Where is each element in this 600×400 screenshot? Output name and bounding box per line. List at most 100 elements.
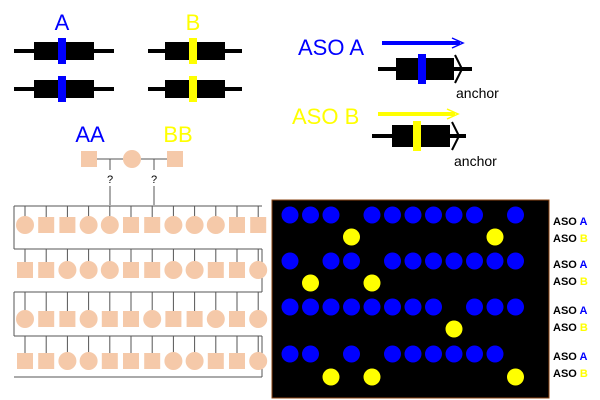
pedigree-female: [249, 310, 268, 328]
gel-dots: [281, 206, 524, 386]
gel-dot-a: [302, 206, 319, 224]
aso-a-arrow: [382, 37, 465, 49]
pedigree-male: [38, 262, 55, 278]
pedigree-male: [123, 311, 139, 327]
allele-b-label: B: [186, 10, 201, 35]
gel-dot-a: [425, 298, 442, 316]
pedigree-male: [229, 217, 245, 233]
gel-dot-a: [302, 345, 319, 363]
gel-dot-a: [486, 298, 504, 316]
pedigree-female: [249, 261, 268, 279]
parent-mother: [123, 150, 141, 168]
pedigree-female: [79, 216, 98, 234]
gel-dot-a: [507, 206, 524, 224]
aso-a-anchor-label: anchor: [456, 85, 499, 101]
gel-dot-a: [466, 298, 483, 316]
pedigree-male: [229, 311, 245, 327]
pedigree-female: [143, 310, 162, 328]
pedigree-female: [100, 261, 119, 279]
gel-dot-a: [363, 206, 381, 224]
gel-dot-a: [322, 206, 340, 224]
pedigree-female: [206, 310, 225, 328]
gel-dot-a: [466, 252, 483, 270]
pedigree-female: [164, 261, 183, 279]
pedigree-female: [249, 352, 268, 370]
pedigree-female: [58, 261, 77, 279]
aso-a-probe: [378, 54, 472, 84]
gel-dot-a: [384, 252, 401, 270]
pedigree-female: [58, 352, 77, 370]
gel-dot-a: [322, 252, 340, 270]
pedigree-female: [185, 216, 204, 234]
pedigree-female: [100, 216, 119, 234]
gel-dot-a: [404, 206, 422, 224]
gel-dot-b: [302, 274, 319, 292]
gel-dot-a: [445, 345, 463, 363]
pedigree-female: [164, 216, 183, 234]
lane-label-2b: ASO B: [553, 276, 588, 288]
gel-dot-a: [507, 252, 524, 270]
gel-dot-a: [363, 298, 381, 316]
chromosome-pair-b: [148, 38, 242, 102]
gel-dot-b: [445, 320, 463, 338]
pedigree-female: [16, 310, 34, 328]
gel-dot-a: [281, 345, 299, 363]
aso-b-label: ASO B: [292, 104, 359, 129]
allele-a-label: A: [55, 10, 70, 35]
gel-dot-a: [384, 298, 401, 316]
pedigree-male: [144, 262, 161, 278]
parent-right-genotype: BB: [163, 122, 192, 147]
pedigree-male: [186, 311, 203, 327]
pedigree-female: [185, 352, 204, 370]
pedigree-male: [144, 353, 161, 369]
pedigree-male: [207, 262, 224, 278]
pedigree-offspring: [16, 206, 268, 370]
gel-dot-a: [507, 298, 524, 316]
unknown-marker-right: ?: [151, 174, 157, 186]
pedigree-female: [79, 261, 98, 279]
gel-dot-a: [404, 345, 422, 363]
lane-label-3b: ASO B: [553, 322, 588, 334]
pedigree-male: [38, 311, 55, 327]
gel-dot-a: [445, 252, 463, 270]
unknown-marker-left: ?: [107, 174, 113, 186]
pedigree-male: [229, 353, 245, 369]
gel-dot-a: [281, 298, 299, 316]
gel-dot-b: [486, 228, 504, 246]
gel-dot-b: [363, 368, 381, 386]
parent-left-genotype: AA: [75, 122, 105, 147]
parent-right-male: [167, 151, 183, 167]
pedigree-male: [101, 353, 118, 369]
gel-dot-a: [281, 206, 299, 224]
pedigree-male: [38, 217, 55, 233]
pedigree-male: [59, 311, 76, 327]
pedigree-female: [79, 310, 98, 328]
gel-dot-a: [343, 298, 360, 316]
pedigree-male: [59, 217, 76, 233]
gel-lane-labels: ASO A ASO B ASO A ASO B ASO A ASO B ASO …: [553, 216, 588, 380]
aso-b-arrow: [378, 108, 460, 120]
gel-dot-b: [507, 368, 524, 386]
gel-dot-a: [425, 252, 442, 270]
gel-dot-a: [404, 298, 422, 316]
lane-label-2a: ASO A: [553, 259, 588, 271]
pedigree-male: [250, 217, 267, 233]
pedigree-female: [185, 261, 204, 279]
pedigree-female: [206, 216, 225, 234]
gel-dot-a: [302, 298, 319, 316]
pedigree-male: [123, 217, 139, 233]
gel-dot-a: [404, 252, 422, 270]
gel-dot-a: [343, 345, 360, 363]
gel-dot-a: [445, 206, 463, 224]
gel-dot-a: [343, 252, 360, 270]
pedigree-male: [38, 353, 55, 369]
lane-label-1b: ASO B: [553, 233, 588, 245]
pedigree-male: [165, 311, 182, 327]
gel-dot-a: [486, 345, 504, 363]
lane-label-3a: ASO A: [553, 305, 588, 317]
gel-dot-a: [384, 345, 401, 363]
pedigree-male: [207, 353, 224, 369]
parent-left-male: [81, 151, 97, 167]
gel-dot-a: [425, 206, 442, 224]
